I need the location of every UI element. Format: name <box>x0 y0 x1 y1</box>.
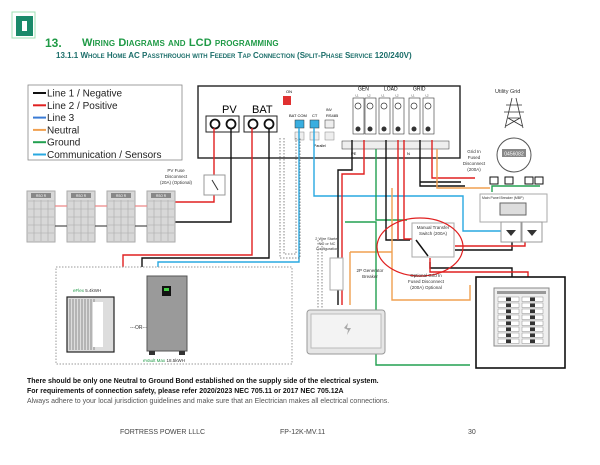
pv-fuse-label: (20A) (Optional) <box>160 180 193 185</box>
parallel-label: Parallel <box>314 144 326 148</box>
solar-panel: RSO R <box>146 190 176 243</box>
load-panel <box>475 276 566 369</box>
note-nec: For requirements of connection safety, p… <box>27 388 344 395</box>
eflex-label: eFlex 5.4kWH <box>73 288 101 293</box>
mts-label: Manual Transfer <box>417 225 450 230</box>
starter-label: Configuration <box>316 247 339 251</box>
grid-fused-label: Grid In <box>467 149 481 154</box>
section-number: 13. <box>45 36 62 50</box>
terminal-label: L1 <box>356 94 360 98</box>
grid-label: GRID <box>413 87 426 93</box>
load-label: LOAD <box>384 87 398 93</box>
pv-fuse-label: Disconnect <box>165 174 188 179</box>
ac-terminal <box>422 97 435 135</box>
gen-breaker-label: Breaker <box>362 274 378 279</box>
utility-meter: 0456082 <box>496 137 532 173</box>
starter-label: 2 Wire Starter <box>315 237 339 241</box>
terminal-label: L2 <box>368 94 372 98</box>
bat-com-port[interactable] <box>294 119 305 129</box>
section-title: Wiring Diagrams and LCD programming <box>82 37 279 49</box>
generator-breaker <box>329 257 344 291</box>
gen-breaker-label: 2P Generator <box>357 268 384 273</box>
legend-label: Line 3 <box>47 113 75 124</box>
evault-max-battery <box>146 275 188 355</box>
generator <box>306 309 386 355</box>
meter-reading: 0456082 <box>504 152 524 158</box>
grid-fused-label: Disconnect <box>463 161 486 166</box>
panel-brand: RSO R <box>116 194 127 198</box>
starter-label: NO or NC <box>319 242 336 246</box>
terminal-label: L1 <box>382 94 386 98</box>
solar-panel: RSO R <box>26 190 56 243</box>
ac-terminal <box>392 97 405 135</box>
ac-terminal <box>364 97 377 135</box>
pv-fuse-label: PV Fuse <box>167 168 185 173</box>
solar-array: RSO R RSO R RSO R RSO R <box>26 190 176 243</box>
solar-panel: RSO R <box>106 190 136 243</box>
ct-label: CT <box>312 113 318 118</box>
legend-label: Ground <box>47 138 80 149</box>
ac-terminal <box>378 97 391 135</box>
optional-grid-label: Optional Grid In <box>410 273 442 278</box>
solar-panel: RSO R <box>66 190 96 243</box>
ac-terminal <box>408 97 421 135</box>
pv-label: PV <box>222 104 237 116</box>
legend-label: Line 1 / Negative <box>47 89 122 100</box>
rs485-port[interactable] <box>324 119 335 129</box>
transmission-tower-icon <box>504 97 524 129</box>
mts-label: Switch (200A) <box>419 231 448 236</box>
legend-label: Neutral <box>47 125 79 136</box>
dip-switch[interactable] <box>283 96 291 105</box>
grid-fused-label: (200A) <box>467 167 481 172</box>
legend-label: Communication / Sensors <box>47 150 162 161</box>
footer-model: FP-12K-MV.11 <box>280 429 326 436</box>
note-jurisdiction: Always adhere to your local jurisdiction… <box>27 398 390 405</box>
utility-grid-label: Utility Grid <box>495 89 520 95</box>
manual-transfer-switch <box>411 222 455 258</box>
page-number: 30 <box>468 429 476 436</box>
panel-brand: RSO R <box>76 194 87 198</box>
n-bus-label: N <box>407 151 410 156</box>
footer-company: FORTRESS POWER LLLC <box>120 429 206 436</box>
bat-label: BAT <box>252 104 273 116</box>
rs485-label: RS485 <box>326 113 339 118</box>
optional-grid-label: Fused Disconnect <box>408 279 445 284</box>
bat-com-label: BAT COM <box>289 113 307 118</box>
ac-terminal <box>352 97 365 135</box>
ct-port[interactable] <box>309 119 320 129</box>
optional-grid-label: (200A) Optional <box>410 285 442 290</box>
grid-fused-label: Fused <box>468 155 481 160</box>
note-neutral-ground: There should be only one Neutral to Grou… <box>27 378 379 385</box>
evault-label: eVault Max 18.5kWH <box>143 358 185 363</box>
highlight-circle <box>376 217 464 277</box>
subsection-title: 13.1.1 Whole Home AC Passthrough with Fe… <box>56 51 412 60</box>
or-label: ---OR--- <box>130 325 148 331</box>
terminal-label: L1 <box>412 94 416 98</box>
panel-brand: RSO R <box>36 194 47 198</box>
dip-label: ON <box>286 89 292 94</box>
terminal-label: L2 <box>426 94 430 98</box>
legend-label: Line 2 / Positive <box>47 101 118 112</box>
main-panel-breaker-label: Main Panel Breaker (MBP) <box>482 196 524 200</box>
panel-brand: RSO R <box>156 194 167 198</box>
inv-label: INV <box>326 108 333 112</box>
terminal-label: L2 <box>396 94 400 98</box>
eflex-battery <box>66 296 115 353</box>
gen-label: GEN <box>358 87 369 93</box>
fortress-logo-icon <box>11 11 36 39</box>
pe-bus-label: PE <box>351 151 357 156</box>
